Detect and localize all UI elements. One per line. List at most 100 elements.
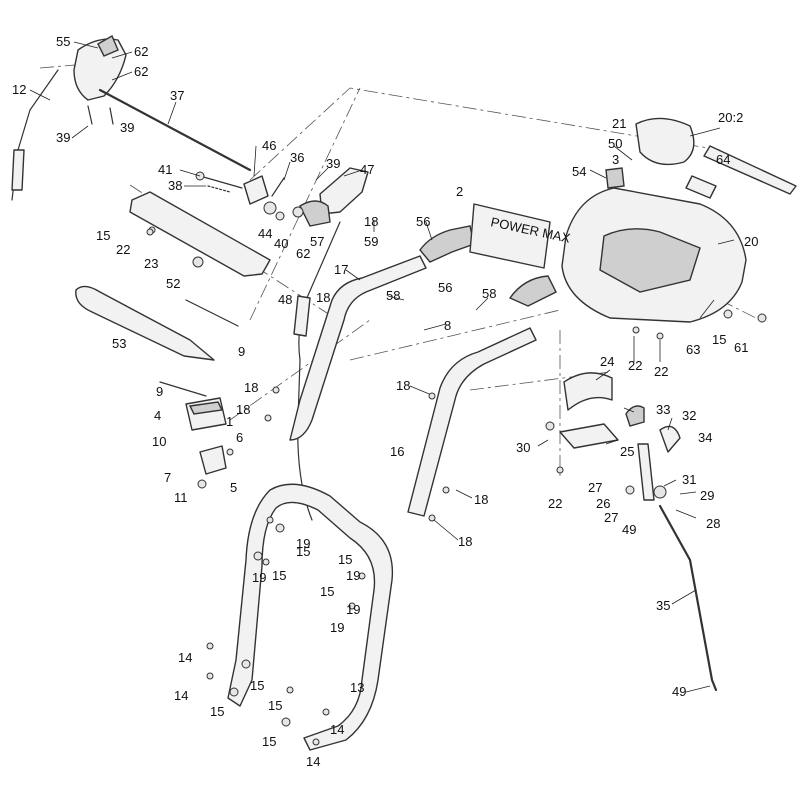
callout-22: 22 [548,496,562,511]
callout-7: 7 [164,470,171,485]
callout-3: 3 [612,152,619,167]
callout-40: 40 [274,236,288,251]
callout-62: 62 [134,44,148,59]
fasteners [146,228,767,746]
callout-16: 16 [390,444,404,459]
callout-18: 18 [364,214,378,229]
callout-19: 19 [252,570,266,585]
callout-6: 6 [236,430,243,445]
callout-14: 14 [306,754,320,769]
callout-15: 15 [250,678,264,693]
callout-39: 39 [56,130,70,145]
callout-25: 25 [620,444,634,459]
callout-56: 56 [416,214,430,229]
callout-10: 10 [152,434,166,449]
callout-4: 4 [154,408,161,423]
callout-44: 44 [258,226,272,241]
upper-handle [289,225,475,441]
callout-58: 58 [386,288,400,303]
callout-57: 57 [310,234,324,249]
callout-50: 50 [608,136,622,151]
callout-18: 18 [244,380,258,395]
callout-23: 23 [144,256,158,271]
callout-37: 37 [170,88,184,103]
callout-36: 36 [290,150,304,165]
callout-48: 48 [278,292,292,307]
chute-crank [75,285,239,361]
callout-26: 26 [596,496,610,511]
callout-15: 15 [96,228,110,243]
callout-27: 27 [588,480,602,495]
callout-9: 9 [238,344,245,359]
callout-22: 22 [116,242,130,257]
callout-14: 14 [178,650,192,665]
callout-15: 15 [262,734,276,749]
callout-63: 63 [686,342,700,357]
callout-14: 14 [174,688,188,703]
callout-55: 55 [56,34,70,49]
callout-39: 39 [326,156,340,171]
callout-59: 59 [364,234,378,249]
callout-62: 62 [296,246,310,261]
callout-8: 8 [444,318,451,333]
callout-15: 15 [320,584,334,599]
callout-35: 35 [656,598,670,613]
callout-18: 18 [458,534,472,549]
callout-29: 29 [700,488,714,503]
leader-lines [29,41,735,693]
callout-20-2: 20:2 [718,110,743,125]
callout-39: 39 [120,120,134,135]
callout-21: 21 [612,116,626,131]
callout-18: 18 [396,378,410,393]
callout-15: 15 [712,332,726,347]
callout-53: 53 [112,336,126,351]
callout-52: 52 [166,276,180,291]
callout-18: 18 [236,402,250,417]
callout-46: 46 [262,138,276,153]
callout-30: 30 [516,440,530,455]
drive-control-assembly [559,372,718,692]
callout-34: 34 [698,430,712,445]
callout-64: 64 [716,152,730,167]
callout-56: 56 [438,280,452,295]
callout-58: 58 [482,286,496,301]
callout-15: 15 [338,552,352,567]
callout-19: 19 [346,602,360,617]
lower-handle [407,275,557,517]
callout-22: 22 [654,364,668,379]
callout-19: 19 [330,620,344,635]
callout-15: 15 [296,544,310,559]
callout-47: 47 [360,162,374,177]
callout-1: 1 [226,414,233,429]
callout-32: 32 [682,408,696,423]
callout-28: 28 [706,516,720,531]
linkage-parts [195,171,285,221]
callout-49: 49 [622,522,636,537]
callout-20: 20 [744,234,758,249]
callout-62: 62 [134,64,148,79]
callout-49: 49 [672,684,686,699]
callout-41: 41 [158,162,172,177]
callout-5: 5 [230,480,237,495]
callout-9: 9 [156,384,163,399]
callout-19: 19 [346,568,360,583]
callout-18: 18 [474,492,488,507]
callout-33: 33 [656,402,670,417]
callout-13: 13 [350,680,364,695]
callout-18: 18 [316,290,330,305]
callout-19: 19 [296,536,310,551]
callout-27: 27 [604,510,618,525]
right-control-handle [292,167,369,227]
mounting-plate [129,191,271,277]
callout-22: 22 [628,358,642,373]
callout-14: 14 [330,722,344,737]
callout-11: 11 [174,490,188,505]
callout-2: 2 [456,184,463,199]
callout-12: 12 [12,82,26,97]
callout-17: 17 [334,262,348,277]
callout-15: 15 [210,704,224,719]
headlight-assembly [159,381,234,489]
control-handle-assembly [11,35,252,201]
